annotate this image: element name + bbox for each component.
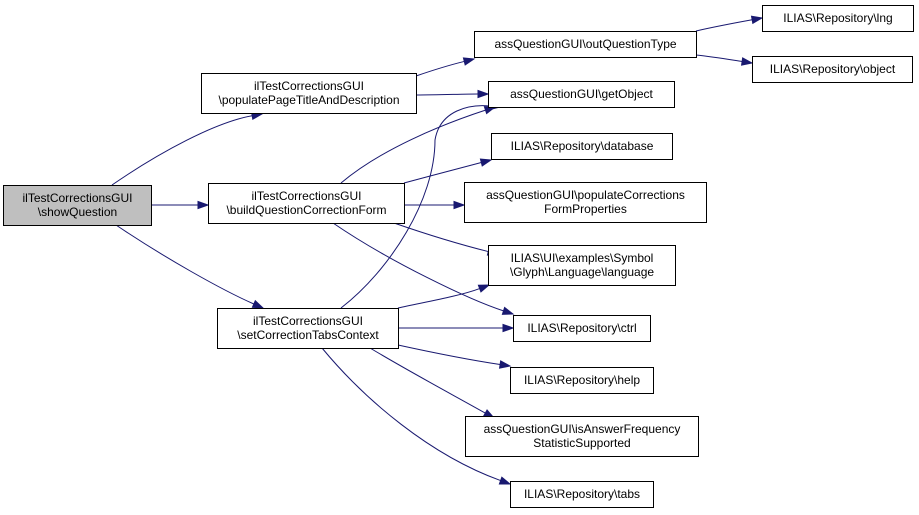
node-label-line: ILIAS\Repository\tabs [524,487,640,501]
node-box [510,481,654,508]
edge-set-correction-tabs-context-to-glyph-language [397,284,491,309]
node-repository-object[interactable]: ILIAS\Repository\object [752,56,913,83]
node-box [488,81,675,108]
node-label-line: ILIAS\Repository\lng [783,11,892,25]
edge-show-question-to-build-question-correction-form [151,200,210,210]
node-box [762,5,914,32]
edge-populate-page-title-to-get-object [415,89,490,99]
node-label-line: ILIAS\Repository\object [770,62,896,76]
node-box [201,73,417,114]
edge-populate-page-title-to-out-question-type [415,57,476,77]
node-box [488,245,676,286]
node-box [510,367,654,394]
node-repository-ctrl[interactable]: ILIAS\Repository\ctrl [513,315,651,342]
node-box [513,315,651,342]
edge-build-question-correction-form-to-repository-ctrl [332,222,515,315]
node-label-line: ILIAS\Repository\database [511,139,654,153]
node-label-line: ilTestCorrectionsGUI [254,79,364,93]
node-set-correction-tabs-context[interactable]: ilTestCorrectionsGUI\setCorrectionTabsCo… [217,308,399,349]
edge-build-question-correction-form-to-get-object [340,106,497,184]
node-label-line: assQuestionGUI\getObject [510,87,653,101]
arrowhead [477,284,491,293]
edge-show-question-to-set-correction-tabs-context [115,224,265,309]
node-repository-help[interactable]: ILIAS\Repository\help [510,367,654,394]
node-label-line: ILIAS\Repository\help [524,373,640,387]
node-repository-tabs[interactable]: ILIAS\Repository\tabs [510,481,654,508]
edge-build-question-correction-form-to-populate-corrections-form-properties [404,200,466,210]
node-label-line: \buildQuestionCorrectionForm [226,203,386,217]
arrowhead [750,15,764,25]
node-populate-page-title[interactable]: ilTestCorrectionsGUI\populatePageTitleAn… [201,73,417,114]
node-label-line: ilTestCorrectionsGUI [251,189,361,203]
arrowhead [462,57,476,66]
node-box [752,56,913,83]
node-box [465,416,699,457]
node-label-line: \setCorrectionTabsContext [237,328,379,342]
arrowhead [477,89,490,99]
node-label-line: ILIAS\Repository\ctrl [527,321,636,335]
node-box [208,183,405,224]
node-glyph-language[interactable]: ILIAS\UI\examples\Symbol\Glyph\Language\… [488,245,676,286]
node-box [474,31,697,58]
arrowhead [479,158,493,167]
arrowhead [740,57,754,66]
node-repository-lng[interactable]: ILIAS\Repository\lng [762,5,914,32]
edge-build-question-correction-form-to-glyph-language [393,222,500,256]
edge-set-correction-tabs-context-to-repository-help [397,344,512,369]
node-build-question-correction-form[interactable]: ilTestCorrectionsGUI\buildQuestionCorrec… [208,183,405,224]
node-label-line: \Glyph\Language\language [510,265,654,279]
edge-set-correction-tabs-context-to-repository-tabs [321,347,512,485]
node-out-question-type[interactable]: assQuestionGUI\outQuestionType [474,31,697,58]
node-label-line: assQuestionGUI\outQuestionType [494,37,676,51]
node-box [464,182,707,223]
arrowhead [251,299,265,309]
node-label-line: \populatePageTitleAndDescription [218,93,399,107]
edge-show-question-to-populate-page-title [111,111,264,186]
node-repository-database[interactable]: ILIAS\Repository\database [491,133,673,160]
node-label-line: FormProperties [544,202,627,216]
node-show-question: ilTestCorrectionsGUI\showQuestion [3,185,152,226]
node-label-line: StatisticSupported [533,436,630,450]
node-label-line: \showQuestion [38,205,117,219]
node-get-object[interactable]: assQuestionGUI\getObject [488,81,675,108]
node-box [491,133,673,160]
node-label-line: ILIAS\UI\examples\Symbol [511,251,654,265]
node-label-line: assQuestionGUI\populateCorrections [486,188,685,202]
arrowhead [498,360,512,369]
node-label-line: ilTestCorrectionsGUI [253,314,363,328]
nodes-layer: ilTestCorrectionsGUI\showQuestionilTestC… [3,5,914,508]
arrowhead [197,200,210,210]
node-box [3,185,152,226]
node-box [217,308,399,349]
arrowhead [453,200,466,210]
edge-set-correction-tabs-context-to-repository-ctrl [398,323,515,333]
node-populate-corrections-form-properties[interactable]: assQuestionGUI\populateCorrectionsFormPr… [464,182,707,223]
arrowhead [501,306,515,315]
arrowhead [498,476,512,485]
node-is-answer-frequency-statistic-supported[interactable]: assQuestionGUI\isAnswerFrequencyStatisti… [465,416,699,457]
edge-out-question-type-to-repository-object [695,54,754,66]
node-label-line: ilTestCorrectionsGUI [22,191,132,205]
arrowhead [502,323,515,333]
edge-build-question-correction-form-to-repository-database [403,158,493,184]
edge-set-correction-tabs-context-to-is-answer-frequency-statistic-supported [369,347,496,419]
edges-layer [111,15,764,485]
node-label-line: assQuestionGUI\isAnswerFrequency [484,422,681,436]
edge-out-question-type-to-repository-lng [695,15,764,32]
